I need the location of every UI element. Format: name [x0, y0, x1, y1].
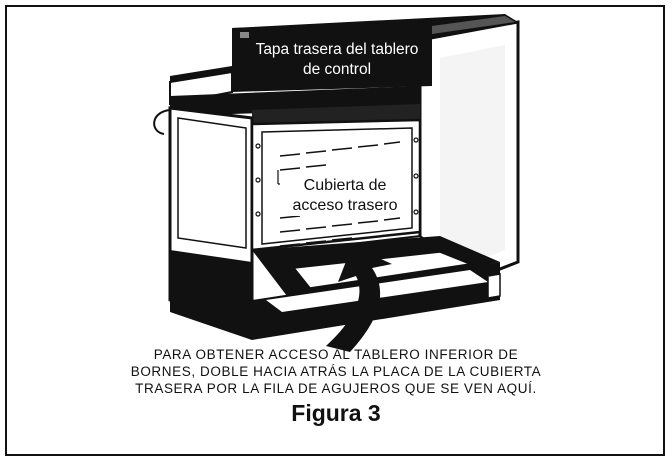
- range-base-left: [170, 250, 252, 340]
- access-cover-label-line1: Cubierta de: [303, 177, 387, 194]
- range-foot: [487, 273, 501, 299]
- control-panel-cover-label-line1: Tapa trasera del tablero: [255, 41, 419, 58]
- bend-direction-arrow: [326, 246, 392, 352]
- caption-line-3: TRASERA POR LA FILA DE AGUJEROS QUE SE V…: [135, 381, 537, 396]
- cover-screws: [255, 137, 419, 217]
- cover-tab: [240, 32, 249, 38]
- power-cord: [153, 109, 171, 135]
- access-cover-label: Cubierta de acceso trasero: [280, 176, 410, 216]
- caption-line-1: PARA OBTENER ACCESO AL TABLERO INFERIOR …: [153, 347, 519, 362]
- access-cover-label-line2: acceso trasero: [292, 197, 398, 214]
- control-panel-cover-label-line2: de control: [302, 61, 372, 78]
- figure-title: Figura 3: [291, 400, 381, 426]
- control-panel-cover-label: Tapa trasera del tablero de control: [232, 40, 442, 80]
- caption-line-2: BORNES, DOBLE HACIA ATRÁS LA PLACA DE LA…: [130, 364, 542, 379]
- side-panel-shading: [440, 45, 505, 275]
- control-panel-back-cover: [232, 22, 432, 92]
- figure-caption: PARA OBTENER ACCESO AL TABLERO INFERIOR …: [60, 346, 612, 397]
